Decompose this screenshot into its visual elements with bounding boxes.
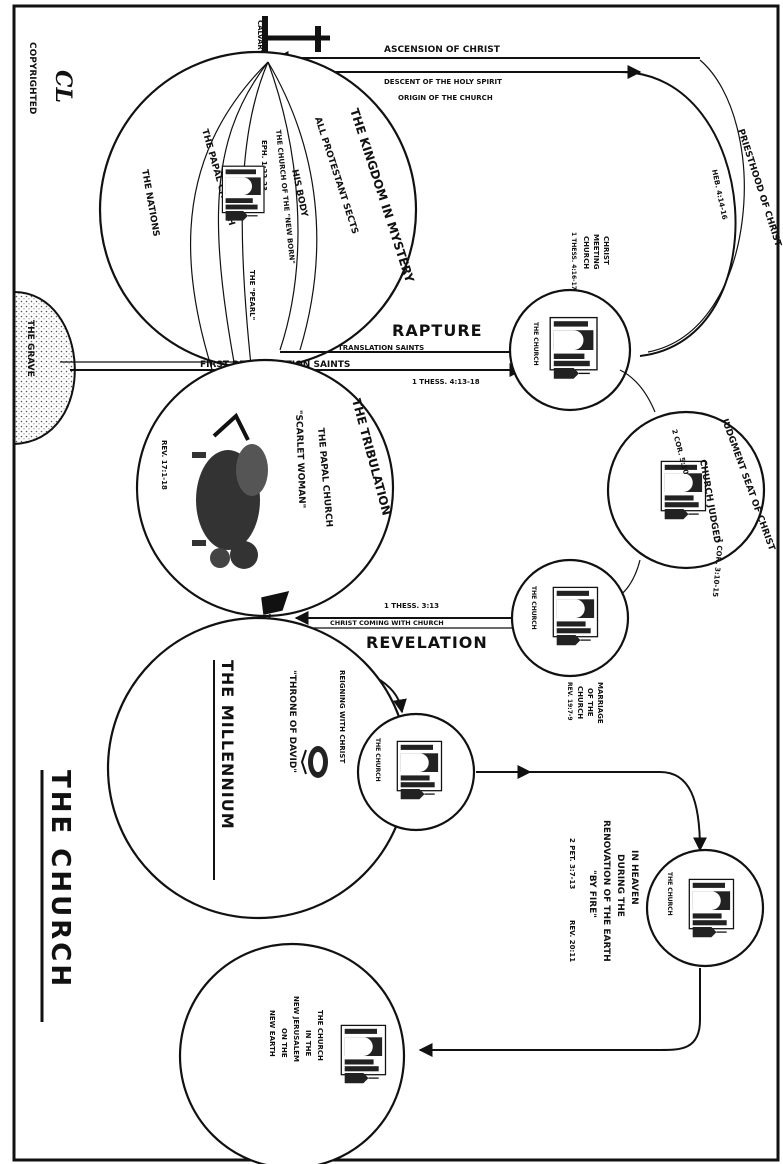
new-earth-line5: NEW EARTH <box>268 1010 276 1057</box>
crown-icon <box>300 746 328 778</box>
marriage-line3: CHURCH <box>576 686 584 719</box>
marriage-line1: MARRIAGE <box>596 682 604 724</box>
eph-ref-label: EPH. 1:22-23 <box>260 140 268 191</box>
revelation-ref-label: 1 THESS. 3:13 <box>384 602 439 610</box>
meeting-line3: CHURCH <box>582 236 590 269</box>
heaven-line1: IN HEAVEN <box>629 850 639 905</box>
scarlet-label: "SCARLET WOMAN" <box>293 410 306 509</box>
descent-label: DESCENT OF THE HOLY SPIRIT <box>384 78 502 86</box>
new-earth-church-building-icon <box>340 1024 387 1084</box>
heaven-bldg-label: THE CHURCH <box>666 872 673 916</box>
meeting-church-building-icon <box>549 316 598 380</box>
throne-label: "THRONE OF DAVID" <box>287 670 297 773</box>
marriage-bldg-label: THE CHURCH <box>530 586 537 630</box>
tribulation-ref: REV. 17:1-18 <box>160 440 168 490</box>
grave-label: THE GRAVE <box>25 320 35 377</box>
priesthood-ref: HEB. 4:14-16 <box>710 169 728 221</box>
monogram: CL <box>50 70 76 103</box>
beast-illustration <box>192 412 268 569</box>
reigning-bldg-label: THE CHURCH <box>374 738 381 782</box>
new-earth-line1: THE CHURCH <box>316 1010 324 1061</box>
ascension-label: ASCENSION OF CHRIST <box>384 45 501 55</box>
marriage-church-building-icon <box>552 586 599 646</box>
meeting-line1: CHRIST <box>602 236 610 265</box>
new-earth-line4: ON THE <box>280 1028 288 1058</box>
revelation-label: REVELATION <box>366 633 488 652</box>
heaven-line3: RENOVATION OF THE EARTH <box>601 820 611 962</box>
marriage-ref: REV. 19:7-9 <box>566 682 573 721</box>
heaven-ref1: 2 PET. 3:7-13 <box>568 838 576 889</box>
calvary-label: CALVARY <box>256 20 264 55</box>
copyright-label: COPYRIGHTED <box>27 42 37 114</box>
heaven-line2: DURING THE <box>615 854 625 917</box>
heaven-ref2: REV. 20:11 <box>568 920 576 962</box>
rapture-label: RAPTURE <box>392 321 483 340</box>
millennium-label: THE MILLENNIUM <box>218 660 237 830</box>
mystery-church-building-icon <box>221 165 265 222</box>
origin-label: ORIGIN OF THE CHURCH <box>398 94 493 102</box>
title: THE CHURCH <box>45 770 75 989</box>
priesthood-loop <box>619 71 737 357</box>
tribulation-circle <box>135 358 395 618</box>
heaven-to-newearth-arrow <box>418 968 701 1057</box>
meeting-line2: MEETING <box>592 234 600 270</box>
heaven-church-building-icon <box>688 878 735 938</box>
outer-frame <box>12 4 780 1162</box>
translation-label: TRANSLATION SAINTS <box>338 344 424 352</box>
rapture-ref-label: 1 THESS. 4:13-18 <box>412 378 480 386</box>
pearl-label: THE "PEARL" <box>248 270 256 320</box>
marriage-line2: OF THE <box>586 688 594 717</box>
grave-mound <box>13 290 76 446</box>
new-earth-line3: NEW JERUSALEM <box>292 996 300 1062</box>
priesthood-label: PRIESTHOOD OF CHRIST <box>735 128 783 249</box>
meeting-bldg-label: THE CHURCH <box>532 322 539 366</box>
meeting-ref: 1 THESS. 4:16-17 <box>570 232 577 290</box>
reigning-label: REIGNING WITH CHRIST <box>338 670 346 763</box>
new-earth-line2: IN THE <box>304 1030 312 1057</box>
heaven-line4: "BY FIRE" <box>587 870 597 918</box>
calvary-cross-icon: CALVARY <box>256 16 330 60</box>
coming-label: CHRIST COMING WITH CHURCH <box>330 619 444 627</box>
reigning-church-building-icon <box>396 740 443 800</box>
new-earth-circle <box>178 942 406 1164</box>
